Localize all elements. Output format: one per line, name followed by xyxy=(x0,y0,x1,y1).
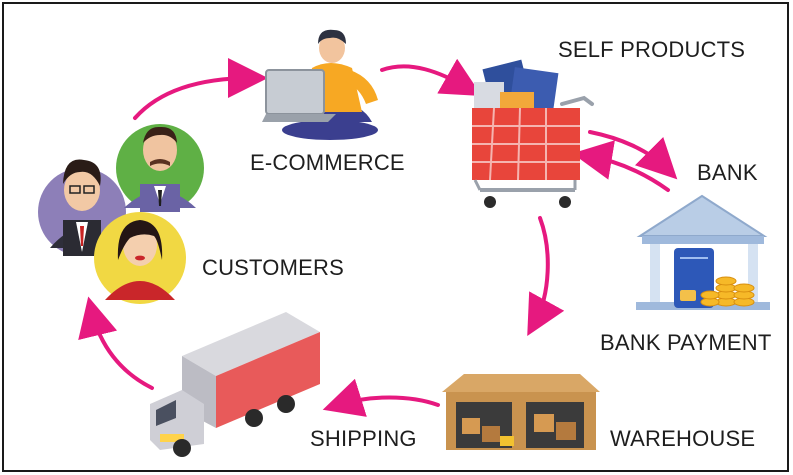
warehouse-label: WAREHOUSE xyxy=(610,426,756,451)
customers-label: CUSTOMERS xyxy=(202,255,344,280)
self-products-label: SELF PRODUCTS xyxy=(558,37,746,62)
coins-icon xyxy=(700,276,755,307)
arrow-ecommerce-to-products xyxy=(380,58,482,96)
shipping-label: SHIPPING xyxy=(310,426,417,451)
arrow-products-to-bank xyxy=(588,130,678,180)
shopping-cart-icon xyxy=(472,59,594,208)
arrow-bank-to-products xyxy=(572,140,670,192)
arrow-products-to-warehouse xyxy=(527,216,565,336)
arrow-warehouse-to-shipping xyxy=(322,378,440,417)
arrow-shipping-to-customers xyxy=(78,296,154,390)
warehouse-icon xyxy=(442,374,600,450)
bank-label: BANK xyxy=(697,160,758,185)
bank-payment-label: BANK PAYMENT xyxy=(600,330,772,355)
laptop-user-icon xyxy=(262,29,378,140)
arrow-customers-to-ecommerce xyxy=(133,58,268,120)
ecommerce-label: E-COMMERCE xyxy=(250,150,405,175)
delivery-truck-icon xyxy=(150,312,320,457)
customers-group-icon xyxy=(38,124,204,304)
